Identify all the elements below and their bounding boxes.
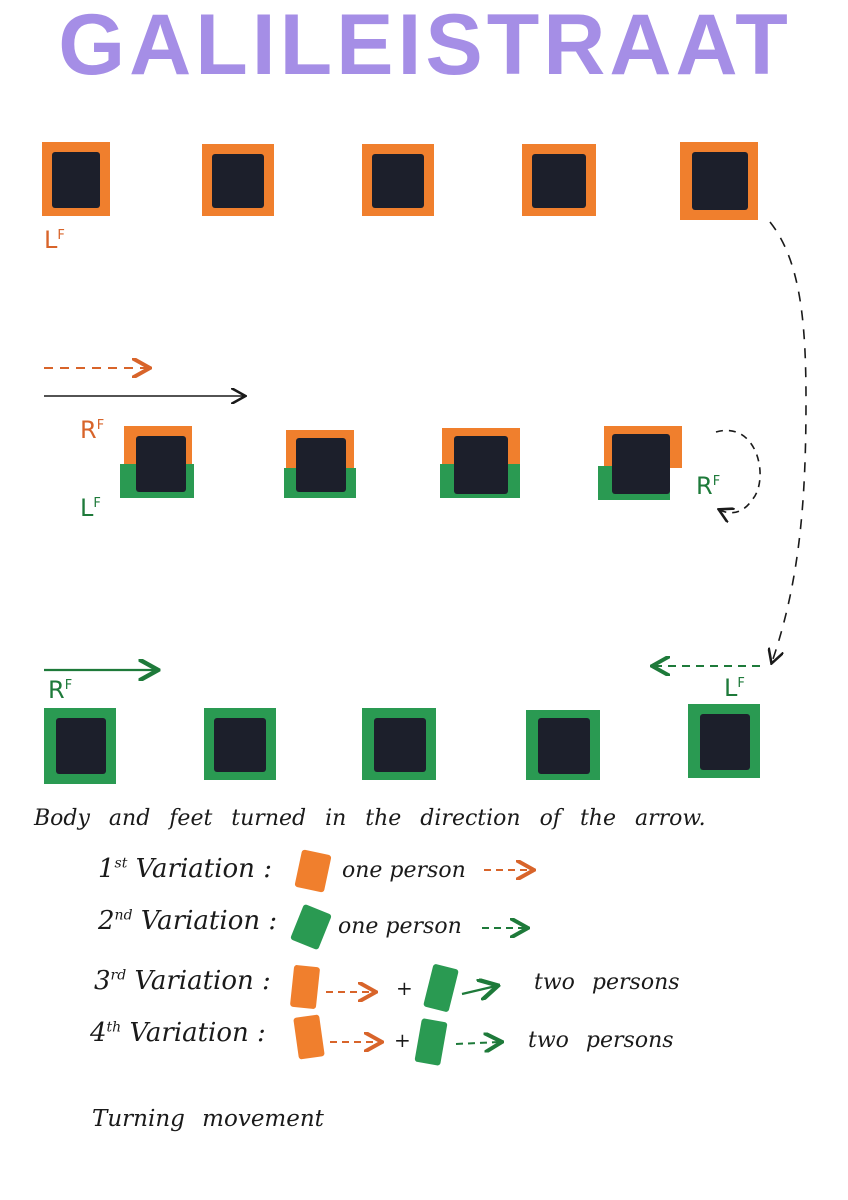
variation-4: 4th Variation :	[90, 1018, 266, 1048]
green-arrow	[461, 986, 496, 994]
dark-center	[372, 154, 424, 208]
dark-center	[214, 718, 266, 772]
dark-center	[454, 436, 508, 494]
legend-graphics	[290, 849, 532, 1066]
dark-center	[136, 436, 186, 492]
row-mixed	[120, 426, 682, 500]
green-swatch	[423, 964, 459, 1012]
dark-center	[56, 718, 106, 774]
page-title: GALILEISTRAAT	[58, 0, 792, 93]
row-green	[44, 704, 760, 784]
turning-movement-note: Turning movement	[92, 1106, 324, 1132]
variation-3-plus: +	[396, 976, 413, 1000]
variation-1: 1st Variation :	[98, 854, 272, 884]
green-swatch	[290, 904, 332, 950]
dark-center	[700, 714, 750, 770]
dark-center	[212, 154, 264, 208]
dark-center	[374, 718, 426, 772]
variation-3: 3rd Variation :	[94, 966, 271, 996]
variation-2-text: one person	[338, 914, 462, 939]
variation-4-plus: +	[394, 1028, 411, 1052]
dark-center	[612, 434, 670, 494]
dark-center	[532, 154, 586, 208]
turning-loop-arrow	[715, 429, 761, 512]
right-foot-label-bottom: RF	[48, 676, 73, 704]
orange-swatch	[290, 965, 320, 1009]
left-foot-label-top: LF	[44, 226, 65, 254]
green-dashed-arrow	[455, 1042, 500, 1044]
orange-swatch	[293, 1014, 325, 1060]
dark-center	[296, 438, 346, 492]
left-foot-label-bottom: LF	[724, 674, 745, 702]
variation-1-text: one person	[342, 858, 466, 883]
long-dashed-arrow	[770, 221, 807, 662]
orange-swatch	[294, 849, 332, 893]
row-orange	[42, 142, 758, 220]
dark-center	[52, 152, 100, 208]
dark-center	[538, 718, 590, 774]
dark-center	[692, 152, 748, 210]
variation-3-text: two persons	[534, 970, 680, 995]
variation-2: 2nd Variation :	[98, 906, 278, 936]
green-swatch	[414, 1018, 448, 1066]
body-note: Body and feet turned in the direction of…	[34, 806, 706, 831]
right-foot-label-right: RF	[696, 472, 721, 500]
left-foot-label-mid: LF	[80, 494, 101, 522]
variation-4-text: two persons	[528, 1028, 674, 1053]
right-foot-label-mid: RF	[80, 416, 105, 444]
